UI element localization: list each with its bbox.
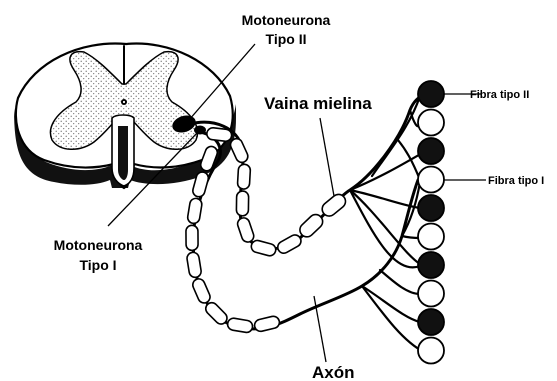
axon-terminal-branch [362, 286, 424, 352]
muscle-fiber-type-i [418, 281, 444, 307]
myelin-segment [187, 198, 203, 225]
myelin-segment [276, 233, 304, 256]
label-motoneurona-i-line1: Motoneurona [54, 237, 143, 253]
muscle-fiber-type-i [418, 110, 444, 136]
axon-terminal-branch [380, 270, 420, 294]
axon-terminal-branch [350, 152, 424, 190]
muscle-fiber-type-ii [418, 195, 444, 221]
label-motoneurona-i-line2: Tipo I [79, 257, 116, 273]
myelin-segment [236, 216, 255, 243]
muscle-fiber-type-ii [418, 138, 444, 164]
leader-line-vaina-mielina [320, 118, 334, 196]
label-axon: Axón [312, 363, 355, 381]
muscle-fiber-type-i [418, 338, 444, 364]
myelin-segment [191, 277, 212, 305]
myelin-segment [203, 300, 229, 326]
muscle-fiber-type-ii [418, 309, 444, 335]
muscle-fiber-type-ii [418, 81, 444, 107]
myelin-segment [250, 239, 277, 257]
myelin-segment [227, 317, 254, 333]
label-motoneurona-ii-line1: Motoneurona [242, 12, 331, 28]
axon-terminal-branch [350, 190, 420, 264]
muscle-fiber-type-i [418, 224, 444, 250]
myelin-segment [186, 252, 202, 279]
label-motoneurona-ii-line2: Tipo II [266, 31, 307, 47]
label-vaina-mielina: Vaina mielina [264, 94, 372, 113]
myelin-segment [236, 191, 248, 216]
muscle-fiber-type-i [418, 167, 444, 193]
muscle-fiber-type-ii [418, 252, 444, 278]
muscle-fiber-column [418, 81, 444, 364]
myelin-segment [206, 127, 232, 142]
label-fibra-tipo-ii: Fibra tipo II [470, 89, 529, 101]
myelin-segment [229, 137, 250, 165]
myelin-segment [237, 164, 250, 189]
label-fibra-tipo-i: Fibra tipo I [488, 175, 544, 187]
myelin-segment [253, 315, 280, 333]
myelin-segment [186, 225, 198, 250]
